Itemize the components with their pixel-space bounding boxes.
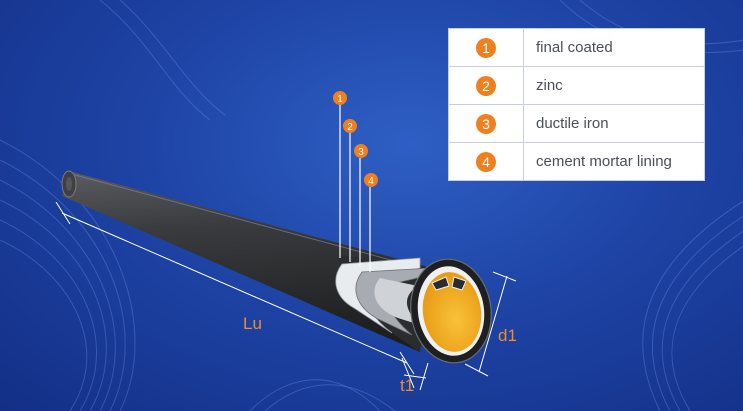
- legend-badge-1: 1: [476, 37, 496, 58]
- legend-row-cement-mortar-lining: 4 cement mortar lining: [448, 142, 705, 181]
- callout-1: 1: [333, 91, 347, 105]
- callout-4-label: 4: [368, 176, 374, 187]
- legend-row-ductile-iron: 3 ductile iron: [448, 104, 705, 143]
- diameter-label: d1: [498, 326, 517, 345]
- callout-1-label: 1: [337, 94, 343, 105]
- legend-badge-2: 2: [476, 75, 496, 96]
- dimension-diameter: [464, 271, 517, 377]
- pipe-body: [62, 172, 432, 352]
- legend-label-cement-mortar-lining: cement mortar lining: [523, 142, 705, 181]
- legend-row-final-coated: 1 final coated: [448, 28, 705, 67]
- callout-2-label: 2: [347, 122, 353, 133]
- legend-label-zinc: zinc: [523, 66, 705, 105]
- thickness-label: t1: [400, 376, 415, 395]
- callout-2: 2: [343, 119, 357, 133]
- callout-4: 4: [364, 173, 378, 187]
- callout-3: 3: [354, 144, 368, 158]
- callout-leaders: [339, 105, 371, 272]
- pipe-cutaway: [335, 255, 433, 352]
- legend-label-ductile-iron: ductile iron: [523, 104, 705, 143]
- dimension-length: [55, 201, 415, 375]
- legend-badge-4: 4: [476, 151, 496, 172]
- legend-row-zinc: 2 zinc: [448, 66, 705, 105]
- pipe-socket-end: [410, 258, 492, 364]
- cement-lining: [422, 272, 482, 352]
- legend-badge-3: 3: [476, 113, 496, 134]
- legend-table: 1 final coated 2 zinc 3 ductile iron 4 c…: [448, 28, 705, 181]
- dimension-thickness: [401, 357, 429, 391]
- length-label: Lu: [243, 314, 262, 333]
- legend-label-final-coated: final coated: [523, 28, 705, 67]
- callout-3-label: 3: [358, 147, 364, 158]
